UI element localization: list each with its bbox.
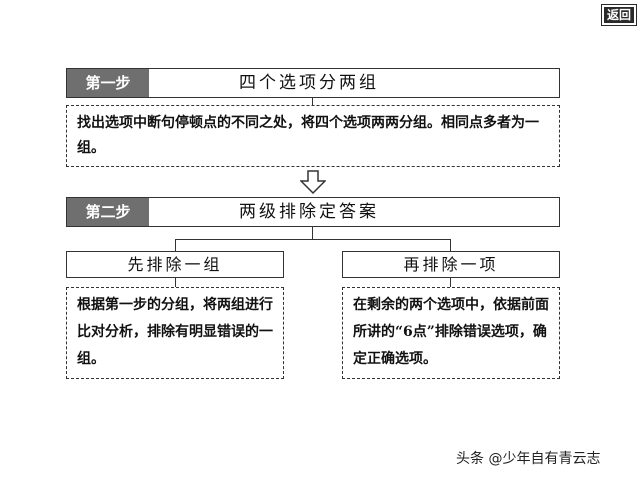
right-subheader: 再排除一项 — [342, 251, 560, 278]
step1-detail: 找出选项中断句停顿点的不同之处，将四个选项两两分组。相同点多者为一组。 — [66, 105, 560, 167]
left-subheader: 先排除一组 — [66, 251, 284, 278]
step2-title: 两级排除定答案 — [239, 202, 379, 222]
connector-line — [175, 239, 451, 240]
connector-line — [312, 98, 313, 105]
left-detail: 根据第一步的分组，将两组进行比对分析，排除有明显错误的一组。 — [66, 287, 284, 379]
return-button[interactable]: 返回 — [601, 4, 637, 26]
connector-line — [450, 278, 451, 287]
right-detail: 在剩余的两个选项中，依据前面所讲的“6点”排除错误选项，确定正确选项。 — [342, 287, 560, 379]
step1-title: 四个选项分两组 — [239, 73, 379, 93]
connector-line — [312, 227, 313, 239]
down-arrow-icon — [300, 170, 326, 194]
step1-header: 第一步 四个选项分两组 — [66, 68, 560, 98]
step2-header: 第二步 两级排除定答案 — [66, 197, 560, 227]
connector-line — [175, 278, 176, 287]
connector-line — [175, 239, 176, 251]
step2-label: 第二步 — [67, 198, 149, 226]
connector-line — [450, 239, 451, 251]
step1-label: 第一步 — [67, 69, 149, 97]
watermark: 头条 @少年自有青云志 — [456, 451, 601, 467]
